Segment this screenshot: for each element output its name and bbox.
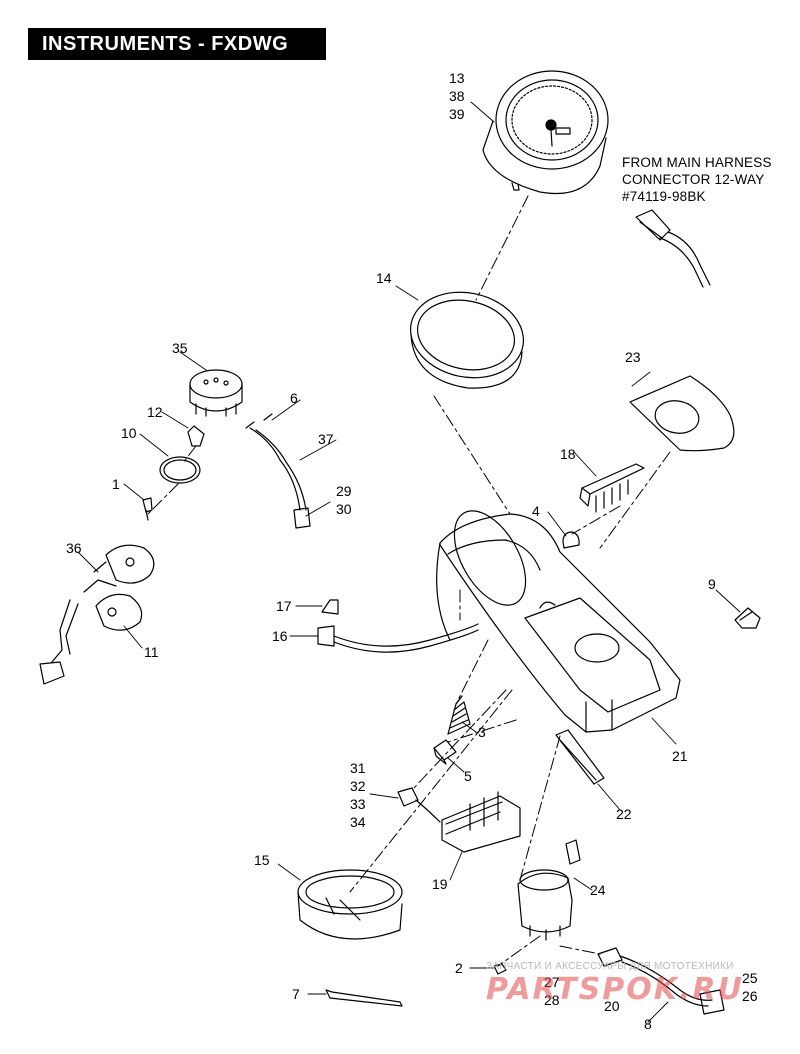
callout-28: 28 (544, 992, 560, 1008)
callout-6: 6 (290, 390, 298, 406)
callout-9: 9 (708, 576, 716, 592)
cable-tie-part (325, 989, 403, 1007)
callout-35: 35 (172, 340, 188, 356)
callout-23: 23 (625, 349, 641, 365)
relay-harness-part (597, 947, 725, 1015)
screw-part (142, 497, 153, 521)
callout-29: 29 (336, 483, 352, 499)
speedometer-part (482, 70, 609, 195)
callout-10: 10 (121, 425, 137, 441)
callout-8: 8 (644, 1016, 652, 1032)
callout-12: 12 (147, 404, 163, 420)
callout-15: 15 (254, 852, 270, 868)
callout-32: 32 (350, 778, 366, 794)
odometer-part (189, 369, 243, 417)
callout-21: 21 (672, 748, 688, 764)
callout-30: 30 (336, 501, 352, 517)
callout-20: 20 (604, 998, 620, 1014)
callout-22: 22 (616, 806, 632, 822)
bulb-part (562, 531, 580, 549)
module-part (397, 787, 521, 853)
callout-19: 19 (432, 876, 448, 892)
callout-17: 17 (276, 598, 292, 614)
clip-part (734, 607, 761, 629)
spring-part (447, 695, 471, 735)
lamp-socket-part (187, 425, 205, 447)
callout-37: 37 (318, 431, 334, 447)
bezel-ring-part (409, 291, 525, 389)
page-title: INSTRUMENTS - FXDWG (28, 28, 326, 60)
harness-connector-part (635, 209, 711, 288)
gasket-part (629, 375, 735, 452)
watermark-brand: PARTSPOK.RU (486, 972, 744, 1007)
indicator-lamp-part (579, 463, 645, 513)
callout-7: 7 (292, 986, 300, 1002)
console-part (436, 510, 681, 733)
wire-harness-part (245, 413, 311, 529)
callout-25: 25 (742, 970, 758, 986)
harness-note: FROM MAIN HARNESS CONNECTOR 12-WAY #7411… (622, 154, 772, 205)
callout-1: 1 (112, 476, 120, 492)
callout-13: 13 (449, 70, 465, 86)
harness-note-line: #74119-98BK (622, 189, 706, 204)
harness-note-line: FROM MAIN HARNESS (622, 155, 772, 170)
callout-34: 34 (350, 814, 366, 830)
callout-26: 26 (742, 988, 758, 1004)
housing-part (297, 869, 403, 940)
callout-3: 3 (478, 724, 486, 740)
harness-note-line: CONNECTOR 12-WAY (622, 172, 765, 187)
callout-39: 39 (449, 106, 465, 122)
retainer-part (433, 739, 457, 765)
callout-27: 27 (544, 974, 560, 990)
callout-38: 38 (449, 88, 465, 104)
callout-24: 24 (590, 882, 606, 898)
watermark-tagline: ЗАПЧАСТИ И АКСЕССУАРЫ ДЛЯ МОТОТЕХНИКИ (486, 961, 734, 972)
callout-14: 14 (376, 270, 392, 286)
o-ring-part (159, 456, 201, 484)
callout-18: 18 (560, 446, 576, 462)
fuel-sender-bracket-part (39, 544, 155, 685)
callout-4: 4 (532, 503, 540, 519)
callout-2: 2 (455, 960, 463, 976)
callout-5: 5 (464, 768, 472, 784)
callout-11: 11 (144, 644, 159, 660)
callout-16: 16 (272, 628, 288, 644)
callout-33: 33 (350, 796, 366, 812)
callout-31: 31 (350, 760, 366, 776)
callout-36: 36 (66, 540, 82, 556)
relay-part (517, 839, 581, 941)
bracket-part (555, 729, 605, 785)
sender-part (317, 599, 479, 653)
